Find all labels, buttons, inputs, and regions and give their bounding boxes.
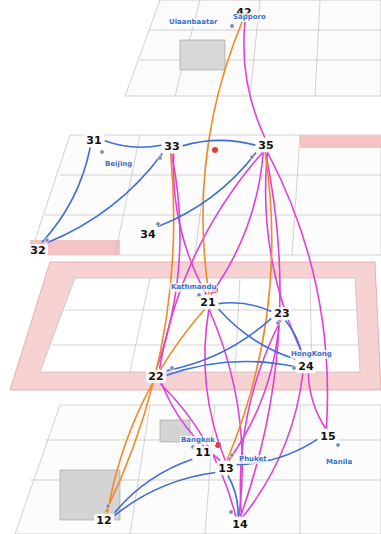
station-dot <box>230 453 234 457</box>
route-connector <box>105 154 173 513</box>
room-label: Ulaanbaatar <box>168 18 219 27</box>
station-number: 23 <box>272 307 291 320</box>
route-connector <box>48 154 163 243</box>
station-dot <box>106 504 110 508</box>
route-connector <box>157 154 180 369</box>
room-label: Manila <box>325 458 353 467</box>
route-connector <box>108 310 205 513</box>
callout-number: 22 <box>148 370 163 383</box>
route-connector <box>160 384 235 517</box>
station-dot <box>229 510 233 514</box>
callout-number: 31 <box>86 134 101 147</box>
station-dot <box>156 222 160 226</box>
route-connector <box>42 148 90 243</box>
route-connector <box>167 318 272 370</box>
route-connector <box>268 153 328 429</box>
route-connector <box>203 20 243 295</box>
route-connector <box>244 20 265 138</box>
station-number: 32 <box>28 244 47 257</box>
route-connector <box>183 140 256 145</box>
callout-number: 15 <box>320 430 335 443</box>
station-dot <box>276 321 280 325</box>
callout-number: 33 <box>164 140 179 153</box>
station-dot <box>336 443 340 447</box>
station-number: 11 <box>193 446 212 459</box>
station-number: 22 <box>146 370 165 383</box>
station-number: 33 <box>162 140 181 153</box>
station-dot <box>230 24 234 28</box>
route-connector <box>160 153 263 369</box>
route-connector <box>237 439 318 464</box>
route-connector <box>158 153 256 227</box>
route-connector <box>167 361 296 375</box>
station-number: 13 <box>216 462 235 475</box>
callout-number: 23 <box>274 307 289 320</box>
route-connector <box>209 310 242 517</box>
route-connector <box>105 141 162 147</box>
callout-number: 34 <box>140 228 155 241</box>
station-dot <box>170 366 174 370</box>
room-label: Bangkok <box>180 436 216 445</box>
route-connector <box>173 154 206 295</box>
station-number: 35 <box>256 139 275 152</box>
station-number: 34 <box>138 228 157 241</box>
route-connector <box>308 374 325 429</box>
station-dot <box>45 238 49 242</box>
room-label: Phuket <box>238 455 268 464</box>
callout-number: 21 <box>200 296 215 309</box>
callout-number: 24 <box>298 360 313 373</box>
callout-number: 11 <box>195 446 210 459</box>
station-number: 24 <box>296 360 315 373</box>
room-label: Beijing <box>104 160 133 169</box>
route-connector <box>227 153 272 461</box>
station-dot <box>100 150 104 154</box>
station-number: 14 <box>230 518 249 531</box>
callout-number: 14 <box>232 518 247 531</box>
room-label: Kathmandu <box>170 283 217 292</box>
callout-number: 35 <box>258 139 273 152</box>
callout-number: 12 <box>96 514 111 527</box>
route-connector <box>162 384 221 461</box>
callout-number: 32 <box>30 244 45 257</box>
station-number: 31 <box>84 134 103 147</box>
route-connector <box>228 476 238 517</box>
route-connector <box>115 473 216 516</box>
station-number: 15 <box>318 430 337 443</box>
route-connector <box>219 303 272 312</box>
station-number: 21 <box>198 296 217 309</box>
room-label: Sapporo <box>232 13 267 22</box>
callout-number: 13 <box>218 462 233 475</box>
route-connector <box>115 459 193 512</box>
station-number: 12 <box>94 514 113 527</box>
station-dot <box>158 156 162 160</box>
room-label: HongKong <box>290 350 333 359</box>
station-dot <box>250 155 254 159</box>
